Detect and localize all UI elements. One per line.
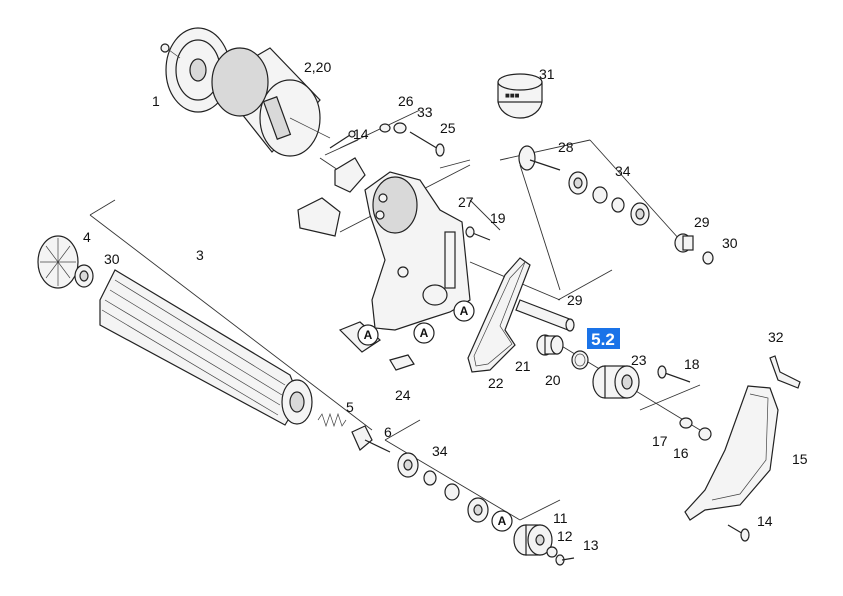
label-30-left: 30 bbox=[104, 251, 120, 267]
part-31-container: ■■■ bbox=[497, 73, 543, 119]
label-11: 11 bbox=[553, 510, 568, 526]
label-26: 26 bbox=[398, 93, 414, 109]
label-29-shaft: 29 bbox=[567, 292, 583, 308]
label-2-20: 2,20 bbox=[304, 59, 331, 75]
svg-text:A: A bbox=[420, 326, 429, 340]
part-21-pulley bbox=[536, 334, 564, 356]
label-6: 6 bbox=[384, 424, 392, 440]
part-14-screw-bottom bbox=[727, 524, 750, 542]
part-3-brush-roller bbox=[99, 269, 313, 426]
label-1: 1 bbox=[152, 93, 160, 109]
label-23: 23 bbox=[631, 352, 647, 368]
part-29-shaft bbox=[515, 299, 575, 332]
part-20-ring bbox=[571, 350, 589, 370]
label-31: 31 bbox=[539, 66, 555, 82]
svg-text:A: A bbox=[364, 328, 373, 342]
part-23-roller bbox=[592, 365, 640, 399]
label-19: 19 bbox=[490, 210, 506, 226]
label-27: 27 bbox=[458, 194, 474, 210]
svg-text:A: A bbox=[460, 304, 469, 318]
label-14-top: 14 bbox=[353, 126, 369, 142]
part-13-screw bbox=[555, 554, 575, 566]
marker-a-1: A bbox=[413, 322, 435, 344]
label-12: 12 bbox=[557, 528, 573, 544]
part-6-coupling bbox=[351, 425, 391, 453]
part-15-cover bbox=[684, 385, 779, 521]
part-labels: 1 2,20 3 4 5 6 11 12 13 14 14 15 16 17 1… bbox=[83, 59, 808, 553]
part-18-screw bbox=[657, 365, 691, 383]
part-12-washer bbox=[546, 546, 558, 558]
part-30-ring-right bbox=[702, 251, 714, 265]
highlight-reference[interactable]: 5.2 bbox=[587, 328, 620, 349]
part-5-spring bbox=[317, 412, 347, 428]
part-28-gear-shaft bbox=[518, 145, 561, 171]
label-20: 20 bbox=[545, 372, 561, 388]
part-27-gearbox-housing bbox=[364, 171, 471, 331]
part-30-ring-left bbox=[74, 264, 94, 288]
part-34-bearing-set-lower bbox=[397, 452, 489, 523]
label-32: 32 bbox=[768, 329, 784, 345]
part-22-belt bbox=[467, 257, 531, 373]
loose-plate bbox=[297, 197, 341, 237]
label-3: 3 bbox=[196, 247, 204, 263]
part-17-washer bbox=[679, 417, 693, 429]
marker-a-2: A bbox=[453, 300, 475, 322]
part-25-screw bbox=[409, 131, 445, 157]
label-15: 15 bbox=[792, 451, 808, 467]
part-29-gear bbox=[674, 233, 694, 253]
label-24: 24 bbox=[395, 387, 411, 403]
label-17: 17 bbox=[652, 433, 668, 449]
label-30-right: 30 bbox=[722, 235, 738, 251]
label-34-upper: 34 bbox=[615, 163, 631, 179]
part-14-screw-top bbox=[329, 130, 356, 149]
part-4-disc bbox=[37, 235, 79, 289]
label-34-lower: 34 bbox=[432, 443, 448, 459]
part-2-motor bbox=[211, 47, 331, 157]
svg-text:■■■: ■■■ bbox=[505, 91, 520, 100]
part-16-nut bbox=[698, 427, 712, 441]
label-13: 13 bbox=[583, 537, 599, 553]
svg-text:A: A bbox=[498, 514, 507, 528]
label-5: 5 bbox=[346, 399, 354, 415]
part-11-gear bbox=[513, 524, 553, 556]
label-21: 21 bbox=[515, 358, 531, 374]
part-24-clip bbox=[389, 354, 415, 371]
part-26-33-washers bbox=[379, 122, 407, 134]
label-16: 16 bbox=[673, 445, 689, 461]
label-29-right: 29 bbox=[694, 214, 710, 230]
part-32-bracket bbox=[769, 355, 801, 389]
label-33: 33 bbox=[417, 104, 433, 120]
label-28: 28 bbox=[558, 139, 574, 155]
marker-a-3: A bbox=[357, 324, 379, 346]
part-19-screw bbox=[465, 226, 491, 241]
label-4: 4 bbox=[83, 229, 91, 245]
marker-a-4: A bbox=[491, 510, 513, 532]
label-18: 18 bbox=[684, 356, 700, 372]
part-34-bearing-set-upper bbox=[568, 171, 650, 226]
label-22: 22 bbox=[488, 375, 504, 391]
part-14-cam bbox=[334, 157, 366, 193]
label-14-bottom: 14 bbox=[757, 513, 773, 529]
svg-text:5.2: 5.2 bbox=[591, 330, 615, 349]
label-25: 25 bbox=[440, 120, 456, 136]
